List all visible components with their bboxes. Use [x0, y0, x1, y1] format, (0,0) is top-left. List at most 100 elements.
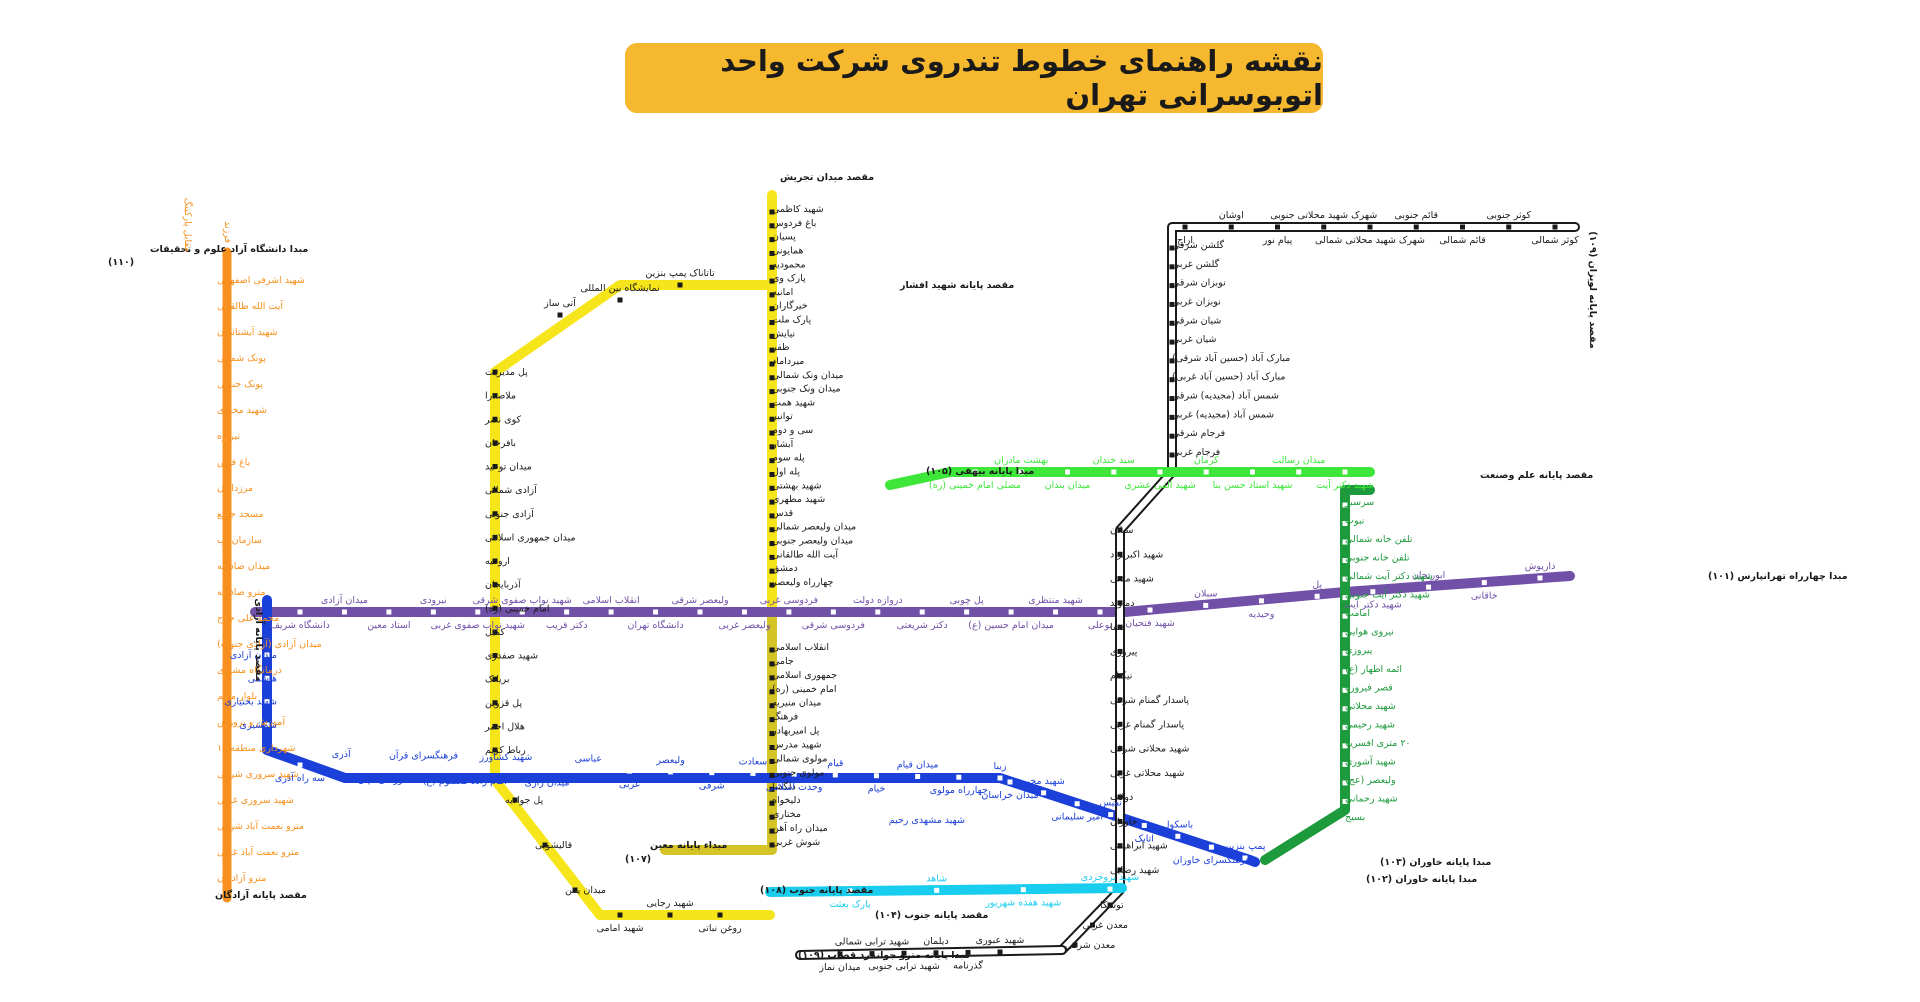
- terminal-moein-code: (۱۰۷): [625, 854, 651, 865]
- line-5-station-label: شهید استاد حسن بنا: [1213, 480, 1293, 491]
- line-4-south-station-label: معدن غربی: [1083, 920, 1128, 931]
- terminal-tajrish: مقصد میدان تجریش: [780, 172, 874, 183]
- line-3-mid-station-mark: [503, 766, 509, 772]
- line-2-west-station-label: بوعلی: [1088, 620, 1112, 631]
- line-1-south-station-label: شهید مدرس: [772, 740, 822, 751]
- line-1-south-station-label: پل امیربهادر: [771, 726, 820, 737]
- line-1-south-station-label: امام خمینی (ره): [772, 684, 837, 695]
- line-110-station-mark: [224, 719, 230, 725]
- line-110-station-label: شهید سروری شرقی: [217, 769, 299, 780]
- line-1-south-station-mark: [769, 675, 775, 681]
- line-3-mid-station-label: زیبا: [994, 761, 1007, 772]
- line-1-south-station-mark: [769, 661, 775, 667]
- line-3-mid-station-label: عباسی: [575, 753, 602, 764]
- line-4-top-station-mark: [1321, 224, 1327, 230]
- line-4-mid-station-mark: [1117, 673, 1123, 679]
- line-2-west-station-mark: [608, 609, 614, 615]
- line-4-top-station-label: شهرک شهید محلاتی جنوبی: [1270, 210, 1377, 221]
- line-5-station-label: مصلی امام خمینی (ره): [929, 480, 1021, 491]
- line-1-station-mark: [769, 250, 775, 256]
- line-4-north-station-label: شیان غربی: [1172, 334, 1217, 345]
- line-1-station-mark: [769, 264, 775, 270]
- line-2-east-station-label: سبلان: [1194, 588, 1218, 599]
- line-1-station-label: نیایش: [772, 328, 795, 339]
- line-3-mid-station-label: آذری: [332, 747, 351, 760]
- line-4-mid-station-label: نیکنام: [1110, 671, 1132, 682]
- line-9-station-mark: [901, 950, 907, 956]
- terminal-south104: مقصد پایانه جنوب (۱۰۴): [875, 910, 989, 921]
- line-4-mid-station-mark: [1117, 600, 1123, 606]
- line-2-west-station-mark: [341, 609, 347, 615]
- line-110-station-label: شهرداری منطقه ۱۸: [217, 743, 295, 754]
- line-110-station-label: مرزداران: [217, 483, 253, 494]
- line-3-east-station-mark: [1041, 790, 1047, 796]
- line-4-extra-station-label: شهید مشهدی رحیم: [889, 815, 965, 826]
- line-4-inner: [1059, 224, 1578, 953]
- line-6-station-mark: [1342, 558, 1348, 564]
- line-4-mid-station-label: شهید اکبرنژاد: [1110, 549, 1163, 560]
- line-8-station-mark: [1020, 887, 1026, 893]
- line-3-west-station-mark: [264, 722, 270, 728]
- line-7-west-station-mark: [492, 676, 498, 682]
- line-4-top-station-label: قائم جنوبی: [1394, 210, 1438, 221]
- map-title: نقشه راهنمای خطوط تندروی شرکت واحد اتوبو…: [720, 44, 1323, 112]
- line-3-west-station-mark: [264, 699, 270, 705]
- line-110-direction-left: مقابل پارکینگ: [182, 198, 194, 253]
- terminal-azadegan: مقصد پایانه آزادگان: [215, 888, 307, 901]
- line-2-west-station-mark: [919, 609, 925, 615]
- line-1-station-label: ظفر: [771, 342, 790, 353]
- line-110-station-label: شهید مخبری: [217, 405, 267, 416]
- line-4-top-station-mark: [1460, 224, 1465, 230]
- line-6-station-mark: [1342, 502, 1348, 508]
- line-1-south-station-mark: [769, 758, 775, 764]
- line-4-north-station-label: فرجام غربی: [1172, 447, 1220, 458]
- line-110-station-mark: [224, 875, 230, 881]
- line-7-west-station-label: امام خمینی (ره): [485, 603, 550, 614]
- line-3-mid-station-label: میدان رازی: [525, 778, 570, 789]
- line-7-west-station-mark: [492, 511, 498, 517]
- line-3-east-station-label: امیر سلیمانی: [1051, 812, 1103, 823]
- line-2-west-station-label: دانشگاه شریف: [270, 619, 330, 631]
- line-110-station-mark: [224, 693, 230, 699]
- terminal-south108: مقصد پایانه جنوب (۱۰۸): [760, 885, 874, 896]
- line-110-station-label: شهید سروری غربی: [217, 795, 294, 806]
- line-1-station-mark: [769, 499, 775, 505]
- line-4-top-station-mark: [1182, 224, 1188, 230]
- line-5-station-mark: [1296, 469, 1302, 475]
- line-6-station-label: شهید محلاتی: [1345, 701, 1396, 712]
- line-110-station-label: مسجد جامع: [217, 509, 264, 520]
- line-8-station-label: شهید هفده شهریور: [984, 898, 1061, 909]
- line-7-bottom-station-label: شهید امامی: [597, 923, 644, 934]
- line-7-west-station-mark: [492, 582, 498, 588]
- line-2-west-station-mark: [430, 609, 436, 615]
- line-2-west-station-label: استاد معین: [367, 620, 410, 631]
- line-2-east-station-label: داریوش: [1525, 561, 1556, 572]
- line-2-west-station-label: انقلاب اسلامی: [583, 595, 640, 606]
- line-3-mid-station-mark: [668, 769, 674, 775]
- line-7-west-station-mark: [492, 723, 498, 729]
- line-110-station-label: مترو نعمت آباد شرقی: [217, 819, 304, 832]
- line-8: [765, 883, 1127, 897]
- line-1-station-label: توانیر: [771, 411, 793, 422]
- line-110-station-mark: [224, 849, 230, 855]
- line-3-mid-station-mark: [544, 767, 550, 773]
- line-110-station-mark: [224, 745, 230, 751]
- line-1-south-station-label: دلگشا: [772, 780, 796, 792]
- line-4-north-station-mark: [1169, 452, 1175, 458]
- line-2-east-station-label: وحیدیه: [1248, 609, 1274, 620]
- line-1-south-station-mark: [769, 745, 775, 750]
- line-1-station-mark: [769, 402, 775, 408]
- line-1-south-station-mark: [769, 731, 775, 737]
- line-4-extra-station-mark: [952, 817, 958, 823]
- terminal-lavizan: مقصد پایانه لویزان (۱۰۹): [1587, 231, 1598, 349]
- line-4-top-station-label: اراج: [1177, 235, 1193, 246]
- line-4-north-station-mark: [1169, 377, 1175, 383]
- line-110-station-mark: [224, 433, 230, 439]
- line-4-north-station-mark: [1169, 283, 1175, 289]
- line-110-station-label: درمانگاه مشیری: [217, 664, 282, 676]
- line-4-north-station-mark: [1169, 264, 1175, 270]
- line-7-west-station-label: پل مدیریت: [485, 367, 528, 378]
- line-2: [250, 571, 1575, 617]
- line-1-south-station-label: فرهنگ: [772, 711, 798, 723]
